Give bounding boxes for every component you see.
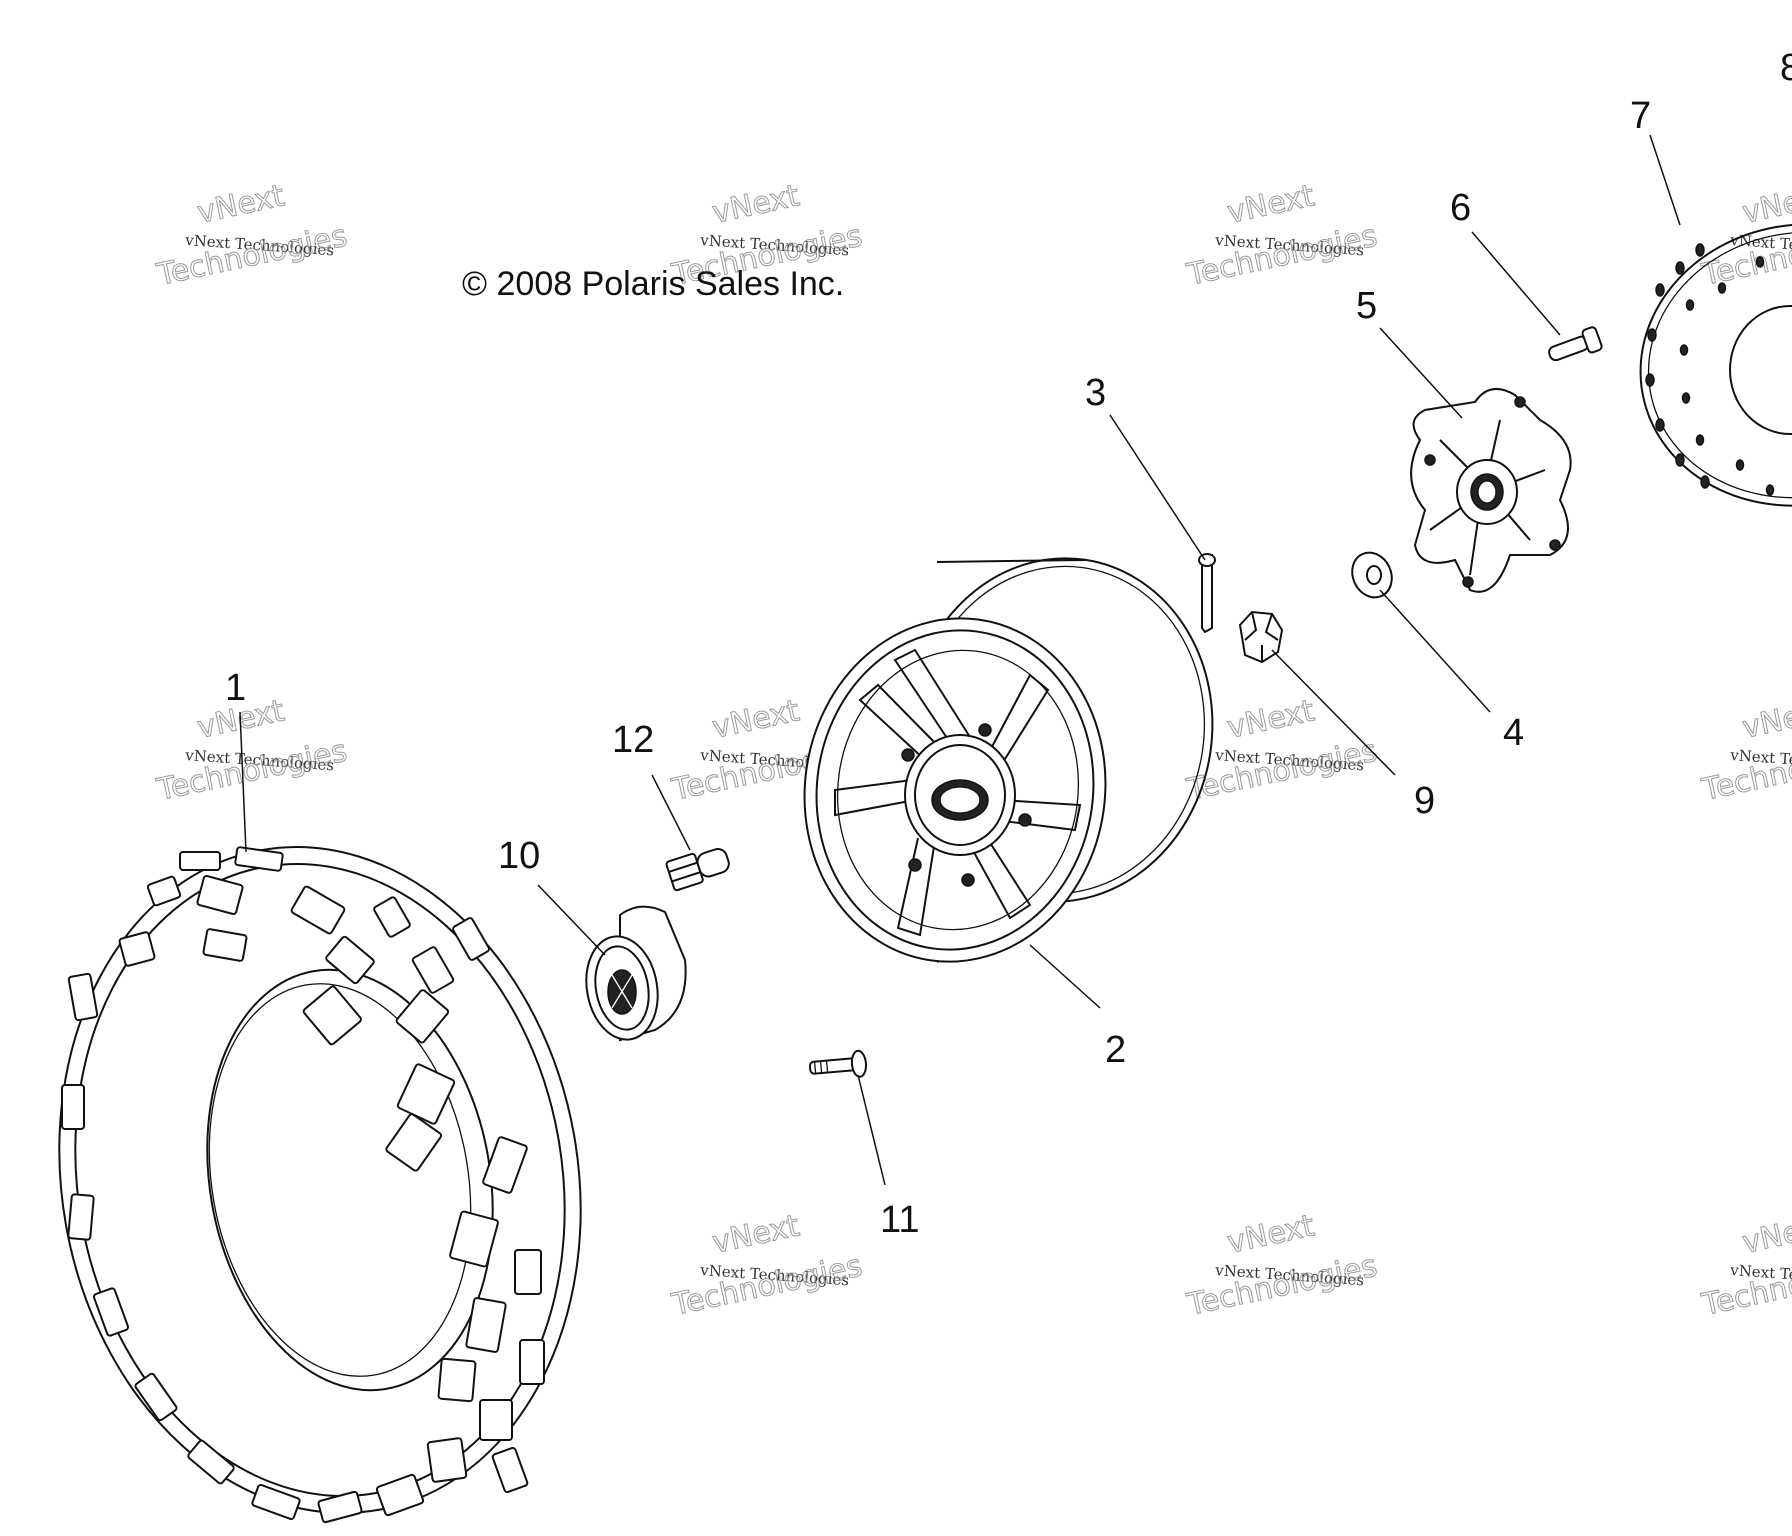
callout-7: 7 bbox=[1630, 95, 1651, 137]
watermark: vNext vNext Technologies Technologies bbox=[153, 693, 351, 809]
watermark: vNext vNext Technologies Technologies bbox=[1698, 693, 1792, 809]
leader-10 bbox=[537, 884, 606, 956]
leader-9 bbox=[1271, 649, 1396, 776]
bolt bbox=[808, 1049, 868, 1078]
svg-text:vNext: vNext bbox=[709, 178, 802, 231]
svg-text:Technologies: Technologies bbox=[1698, 1249, 1792, 1324]
callout-3: 3 bbox=[1085, 372, 1106, 414]
svg-text:vNext: vNext bbox=[194, 178, 287, 231]
wheel-hub bbox=[1410, 387, 1572, 593]
washer bbox=[1351, 551, 1393, 599]
svg-text:vNext: vNext bbox=[1739, 178, 1792, 231]
callout-9: 9 bbox=[1414, 780, 1435, 822]
leader-4 bbox=[1379, 589, 1491, 713]
leader-3 bbox=[1109, 414, 1206, 561]
watermark: vNext vNext Technologies Technologies bbox=[1698, 1208, 1792, 1324]
svg-text:vNext: vNext bbox=[1224, 693, 1317, 746]
watermark: vNext vNext Technologies Technologies bbox=[1183, 1208, 1381, 1324]
callout-12: 12 bbox=[612, 719, 654, 761]
callout-8: 8 bbox=[1780, 47, 1792, 89]
callout-6: 6 bbox=[1450, 187, 1471, 229]
svg-text:vNext: vNext bbox=[709, 693, 802, 746]
svg-text:Technologies: Technologies bbox=[1698, 219, 1792, 294]
callout-1: 1 bbox=[225, 667, 246, 709]
leader-6 bbox=[1471, 231, 1561, 336]
copyright-text: © 2008 Polaris Sales Inc. bbox=[462, 265, 844, 303]
leader-1 bbox=[239, 711, 247, 853]
callout-5: 5 bbox=[1356, 285, 1377, 327]
svg-text:Technologies: Technologies bbox=[153, 219, 350, 294]
hub-cap bbox=[585, 905, 687, 1042]
svg-text:vNext: vNext bbox=[1224, 178, 1317, 231]
castle-nut bbox=[1238, 610, 1284, 664]
svg-text:Technologies: Technologies bbox=[668, 1249, 865, 1324]
leader-2 bbox=[1029, 944, 1101, 1009]
callout-10: 10 bbox=[498, 835, 540, 877]
svg-text:Technologies: Technologies bbox=[1183, 1249, 1380, 1324]
wheel-rim bbox=[803, 557, 1214, 963]
brake-disc bbox=[1639, 223, 1792, 507]
callout-11: 11 bbox=[880, 1199, 919, 1241]
callout-2: 2 bbox=[1105, 1029, 1126, 1071]
leader-11 bbox=[857, 1074, 886, 1186]
svg-text:vNext: vNext bbox=[1739, 1208, 1792, 1261]
leader-lines bbox=[239, 134, 1681, 1186]
callout-labels: 1 2 3 4 5 6 7 8 9 10 11 12 bbox=[225, 47, 1792, 1241]
leader-12 bbox=[651, 774, 691, 851]
svg-text:Technologies: Technologies bbox=[153, 734, 350, 809]
svg-text:Technologies: Technologies bbox=[1698, 734, 1792, 809]
watermark: vNext vNext Technologies Technologies bbox=[1183, 178, 1381, 294]
cotter-pin bbox=[1198, 553, 1216, 634]
lug-nut bbox=[665, 848, 730, 892]
watermark: vNext vNext Technologies Technologies bbox=[153, 178, 351, 294]
leader-7 bbox=[1649, 134, 1681, 226]
hub-stud bbox=[1548, 326, 1603, 362]
svg-text:Technologies: Technologies bbox=[1183, 734, 1380, 809]
leader-5 bbox=[1379, 327, 1463, 419]
svg-text:vNext: vNext bbox=[709, 1208, 802, 1261]
callout-4: 4 bbox=[1503, 712, 1524, 754]
svg-text:Technologies: Technologies bbox=[1183, 219, 1380, 294]
svg-text:vNext: vNext bbox=[1739, 693, 1792, 746]
svg-text:vNext: vNext bbox=[1224, 1208, 1317, 1261]
watermark: vNext vNext Technologies Technologies bbox=[668, 1208, 866, 1324]
tire bbox=[58, 846, 582, 1524]
